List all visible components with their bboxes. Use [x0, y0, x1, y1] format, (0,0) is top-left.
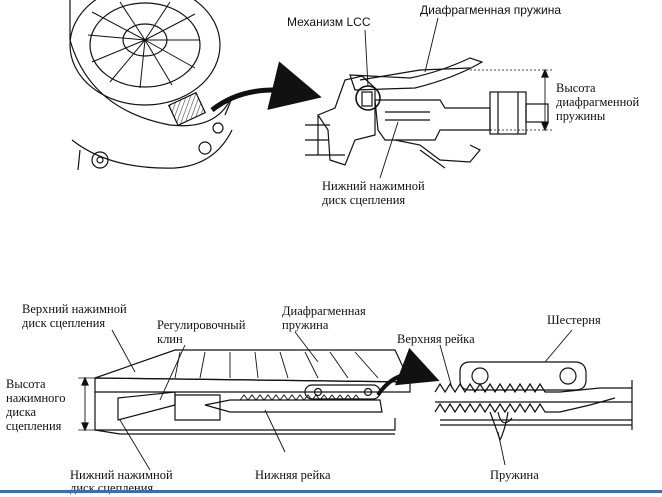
label-lower-disc-top-1: Нижний нажимной [322, 179, 425, 193]
label-diaphragm-spring-bottom-2: пружина [282, 318, 329, 332]
wedge-assembly [78, 329, 411, 471]
label-adjust-wedge-2: клин [157, 332, 183, 346]
label-diaphragm-spring-top: Диафрагменная пружина [420, 3, 561, 17]
curved-arrow-icon [376, 347, 440, 397]
label-upper-rack: Верхняя рейка [397, 332, 475, 346]
label-lower-disc-top-2: диск сцепления [322, 193, 406, 207]
label-lower-rack: Нижняя рейка [255, 468, 331, 482]
label-disc-height-2: нажимного [6, 391, 66, 405]
label-spring-height-3: пружины [556, 109, 606, 123]
rack-gear-detail [434, 329, 633, 466]
label-spring-height-1: Высота [556, 81, 596, 95]
label-disc-height-4: сцепления [6, 419, 62, 433]
label-adjust-wedge-1: Регулировочный [157, 318, 246, 332]
label-upper-disc-2: диск сцепления [22, 316, 106, 330]
label-lcc-mechanism: Механизм LCC [287, 15, 371, 29]
label-lower-disc-bottom-1: Нижний нажимной [70, 468, 173, 482]
label-disc-height-1: Высота [6, 377, 46, 391]
label-diaphragm-spring-bottom-1: Диафрагменная [282, 304, 366, 318]
label-lower-disc-bottom-2: диск сцепления [70, 481, 154, 495]
curved-arrow-icon [210, 61, 322, 112]
label-upper-disc-1: Верхний нажимной [22, 302, 127, 316]
clutch-cover-perspective [69, 0, 233, 171]
label-gear: Шестерня [547, 313, 601, 327]
label-disc-height-3: диска [6, 405, 37, 419]
label-spring-height-2: диафрагменной [556, 95, 640, 109]
bottom-rule [0, 490, 662, 493]
cross-section-top [305, 17, 552, 179]
label-spring: Пружина [490, 468, 539, 482]
